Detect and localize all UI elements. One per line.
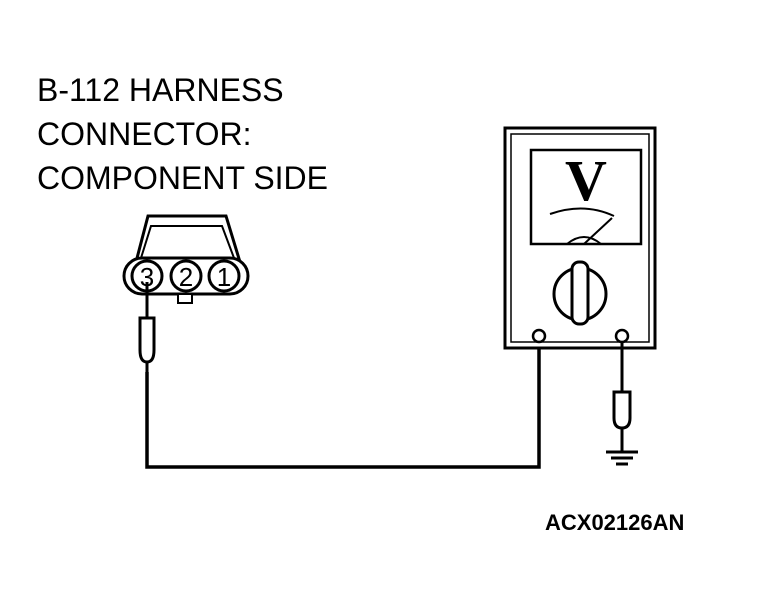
pin-3-label: 3 bbox=[140, 262, 154, 292]
terminal-volt-jack[interactable] bbox=[614, 328, 630, 344]
ground-probe bbox=[612, 342, 632, 452]
terminal-common-jack[interactable] bbox=[531, 328, 547, 344]
connector-probe bbox=[138, 282, 156, 372]
ground-icon bbox=[606, 450, 638, 466]
pin-2-label: 2 bbox=[179, 262, 193, 292]
connector-label-line-1: B-112 HARNESS bbox=[37, 72, 284, 108]
meter-display-letter: V bbox=[565, 148, 607, 213]
pin-1-label: 1 bbox=[217, 262, 231, 292]
connector-label-line-2: CONNECTOR: bbox=[37, 116, 252, 152]
figure-code: ACX02126AN bbox=[545, 510, 685, 535]
connector-label-line-3: COMPONENT SIDE bbox=[37, 160, 328, 196]
test-lead-wire bbox=[145, 336, 541, 469]
harness-connector: 3 2 1 bbox=[122, 214, 250, 304]
range-knob-icon[interactable] bbox=[552, 260, 608, 326]
